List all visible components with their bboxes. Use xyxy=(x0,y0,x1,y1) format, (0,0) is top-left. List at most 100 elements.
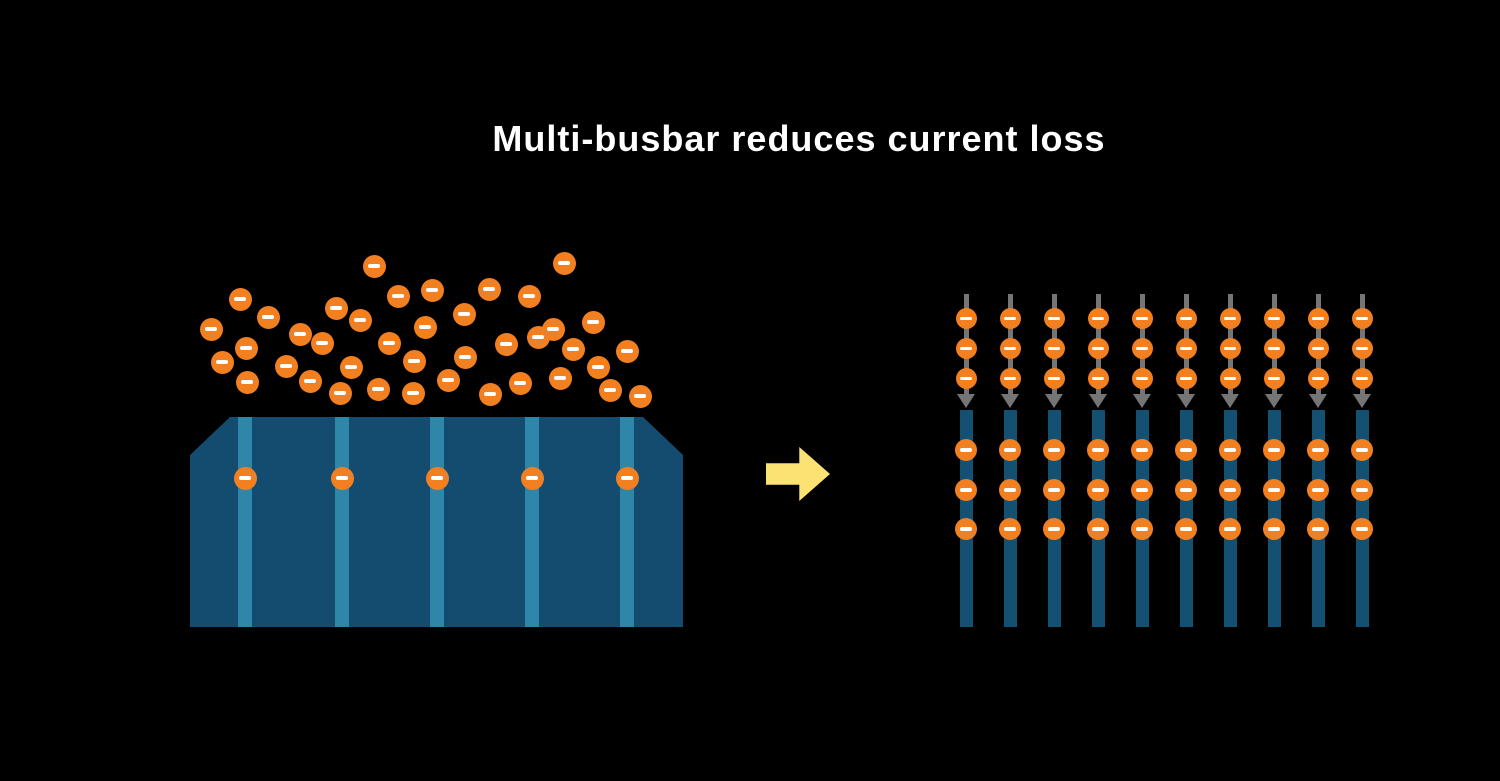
free-electron-icon xyxy=(324,296,348,320)
free-electron-icon xyxy=(234,336,258,360)
minus-icon xyxy=(1223,527,1237,531)
busbar-electron-icon xyxy=(1175,479,1197,501)
minus-icon xyxy=(633,394,647,398)
busbar-electron-icon xyxy=(999,518,1021,540)
incoming-electron-icon xyxy=(1307,367,1329,389)
arrow-down-icon xyxy=(957,394,975,408)
arrow-down-icon xyxy=(1353,394,1371,408)
minus-icon xyxy=(1356,376,1368,380)
busbar-electron-icon xyxy=(1087,439,1109,461)
incoming-electron-icon xyxy=(1219,337,1241,359)
free-electron-icon xyxy=(598,378,622,402)
free-electron-icon xyxy=(452,302,476,326)
free-electron-icon xyxy=(366,377,390,401)
free-electron-icon xyxy=(478,382,502,406)
incoming-electron-icon xyxy=(999,337,1021,359)
arrow-down-icon xyxy=(1177,394,1195,408)
free-electron-icon xyxy=(210,350,234,374)
minus-icon xyxy=(1268,376,1280,380)
free-electron-icon xyxy=(310,331,334,355)
busbar-electron-icon xyxy=(1087,518,1109,540)
free-electron-icon xyxy=(628,384,652,408)
minus-icon xyxy=(1091,448,1105,452)
minus-icon xyxy=(1312,316,1324,320)
minus-icon xyxy=(1268,316,1280,320)
incoming-electron-icon xyxy=(1351,337,1373,359)
busbar-electron-icon xyxy=(1043,479,1065,501)
minus-icon xyxy=(1312,346,1324,350)
incoming-electron-icon xyxy=(999,367,1021,389)
arrow-down-icon xyxy=(1309,394,1327,408)
free-electron-icon xyxy=(453,345,477,369)
minus-icon xyxy=(526,476,539,480)
minus-icon xyxy=(1224,376,1236,380)
minus-icon xyxy=(553,376,567,380)
minus-icon xyxy=(1355,527,1369,531)
minus-icon xyxy=(1355,448,1369,452)
minus-icon xyxy=(522,294,536,298)
arrow-down-icon xyxy=(1133,394,1151,408)
minus-icon xyxy=(1311,527,1325,531)
busbar-electron-icon xyxy=(234,467,257,490)
incoming-electron-icon xyxy=(1219,307,1241,329)
minus-icon xyxy=(293,332,307,336)
minus-icon xyxy=(1135,488,1149,492)
minus-icon xyxy=(591,365,605,369)
free-electron-icon xyxy=(328,381,352,405)
minus-icon xyxy=(1312,376,1324,380)
free-electron-icon xyxy=(377,331,401,355)
minus-icon xyxy=(1179,448,1193,452)
busbar-electron-icon xyxy=(955,518,977,540)
incoming-electron-icon xyxy=(1043,337,1065,359)
minus-icon xyxy=(303,379,317,383)
minus-icon xyxy=(513,381,527,385)
minus-icon xyxy=(1135,527,1149,531)
minus-icon xyxy=(960,346,972,350)
minus-icon xyxy=(1047,488,1061,492)
free-electron-icon xyxy=(517,284,541,308)
minus-icon xyxy=(333,391,347,395)
minus-icon xyxy=(1311,488,1325,492)
free-electron-icon xyxy=(339,355,363,379)
incoming-electron-icon xyxy=(1263,307,1285,329)
free-electron-icon xyxy=(199,317,223,341)
busbar-electron-icon xyxy=(1131,479,1153,501)
incoming-electron-icon xyxy=(955,307,977,329)
incoming-electron-icon xyxy=(1087,307,1109,329)
busbar-electron-icon xyxy=(521,467,544,490)
minus-icon xyxy=(1048,346,1060,350)
minus-icon xyxy=(960,316,972,320)
free-electron-icon xyxy=(413,315,437,339)
minus-icon xyxy=(204,327,218,331)
minus-icon xyxy=(329,306,343,310)
minus-icon xyxy=(1003,488,1017,492)
minus-icon xyxy=(1091,527,1105,531)
minus-icon xyxy=(261,315,275,319)
minus-icon xyxy=(279,364,293,368)
minus-icon xyxy=(1179,488,1193,492)
diagram-title: Multi-busbar reduces current loss xyxy=(492,118,1106,159)
free-electron-icon xyxy=(420,278,444,302)
minus-icon xyxy=(1224,316,1236,320)
minus-icon xyxy=(441,378,455,382)
minus-icon xyxy=(1136,376,1148,380)
minus-icon xyxy=(483,392,497,396)
free-electron-icon xyxy=(581,310,605,334)
minus-icon xyxy=(406,391,420,395)
minus-icon xyxy=(458,355,472,359)
busbar-electron-icon xyxy=(1043,518,1065,540)
minus-icon xyxy=(391,294,405,298)
incoming-electron-icon xyxy=(1087,367,1109,389)
busbar-electron-icon xyxy=(1175,439,1197,461)
minus-icon xyxy=(371,387,385,391)
minus-icon xyxy=(586,320,600,324)
minus-icon xyxy=(407,359,421,363)
minus-icon xyxy=(240,380,254,384)
free-electron-icon xyxy=(256,305,280,329)
arrow-down-icon xyxy=(1001,394,1019,408)
busbar-electron-icon xyxy=(1351,518,1373,540)
free-electron-icon xyxy=(235,370,259,394)
